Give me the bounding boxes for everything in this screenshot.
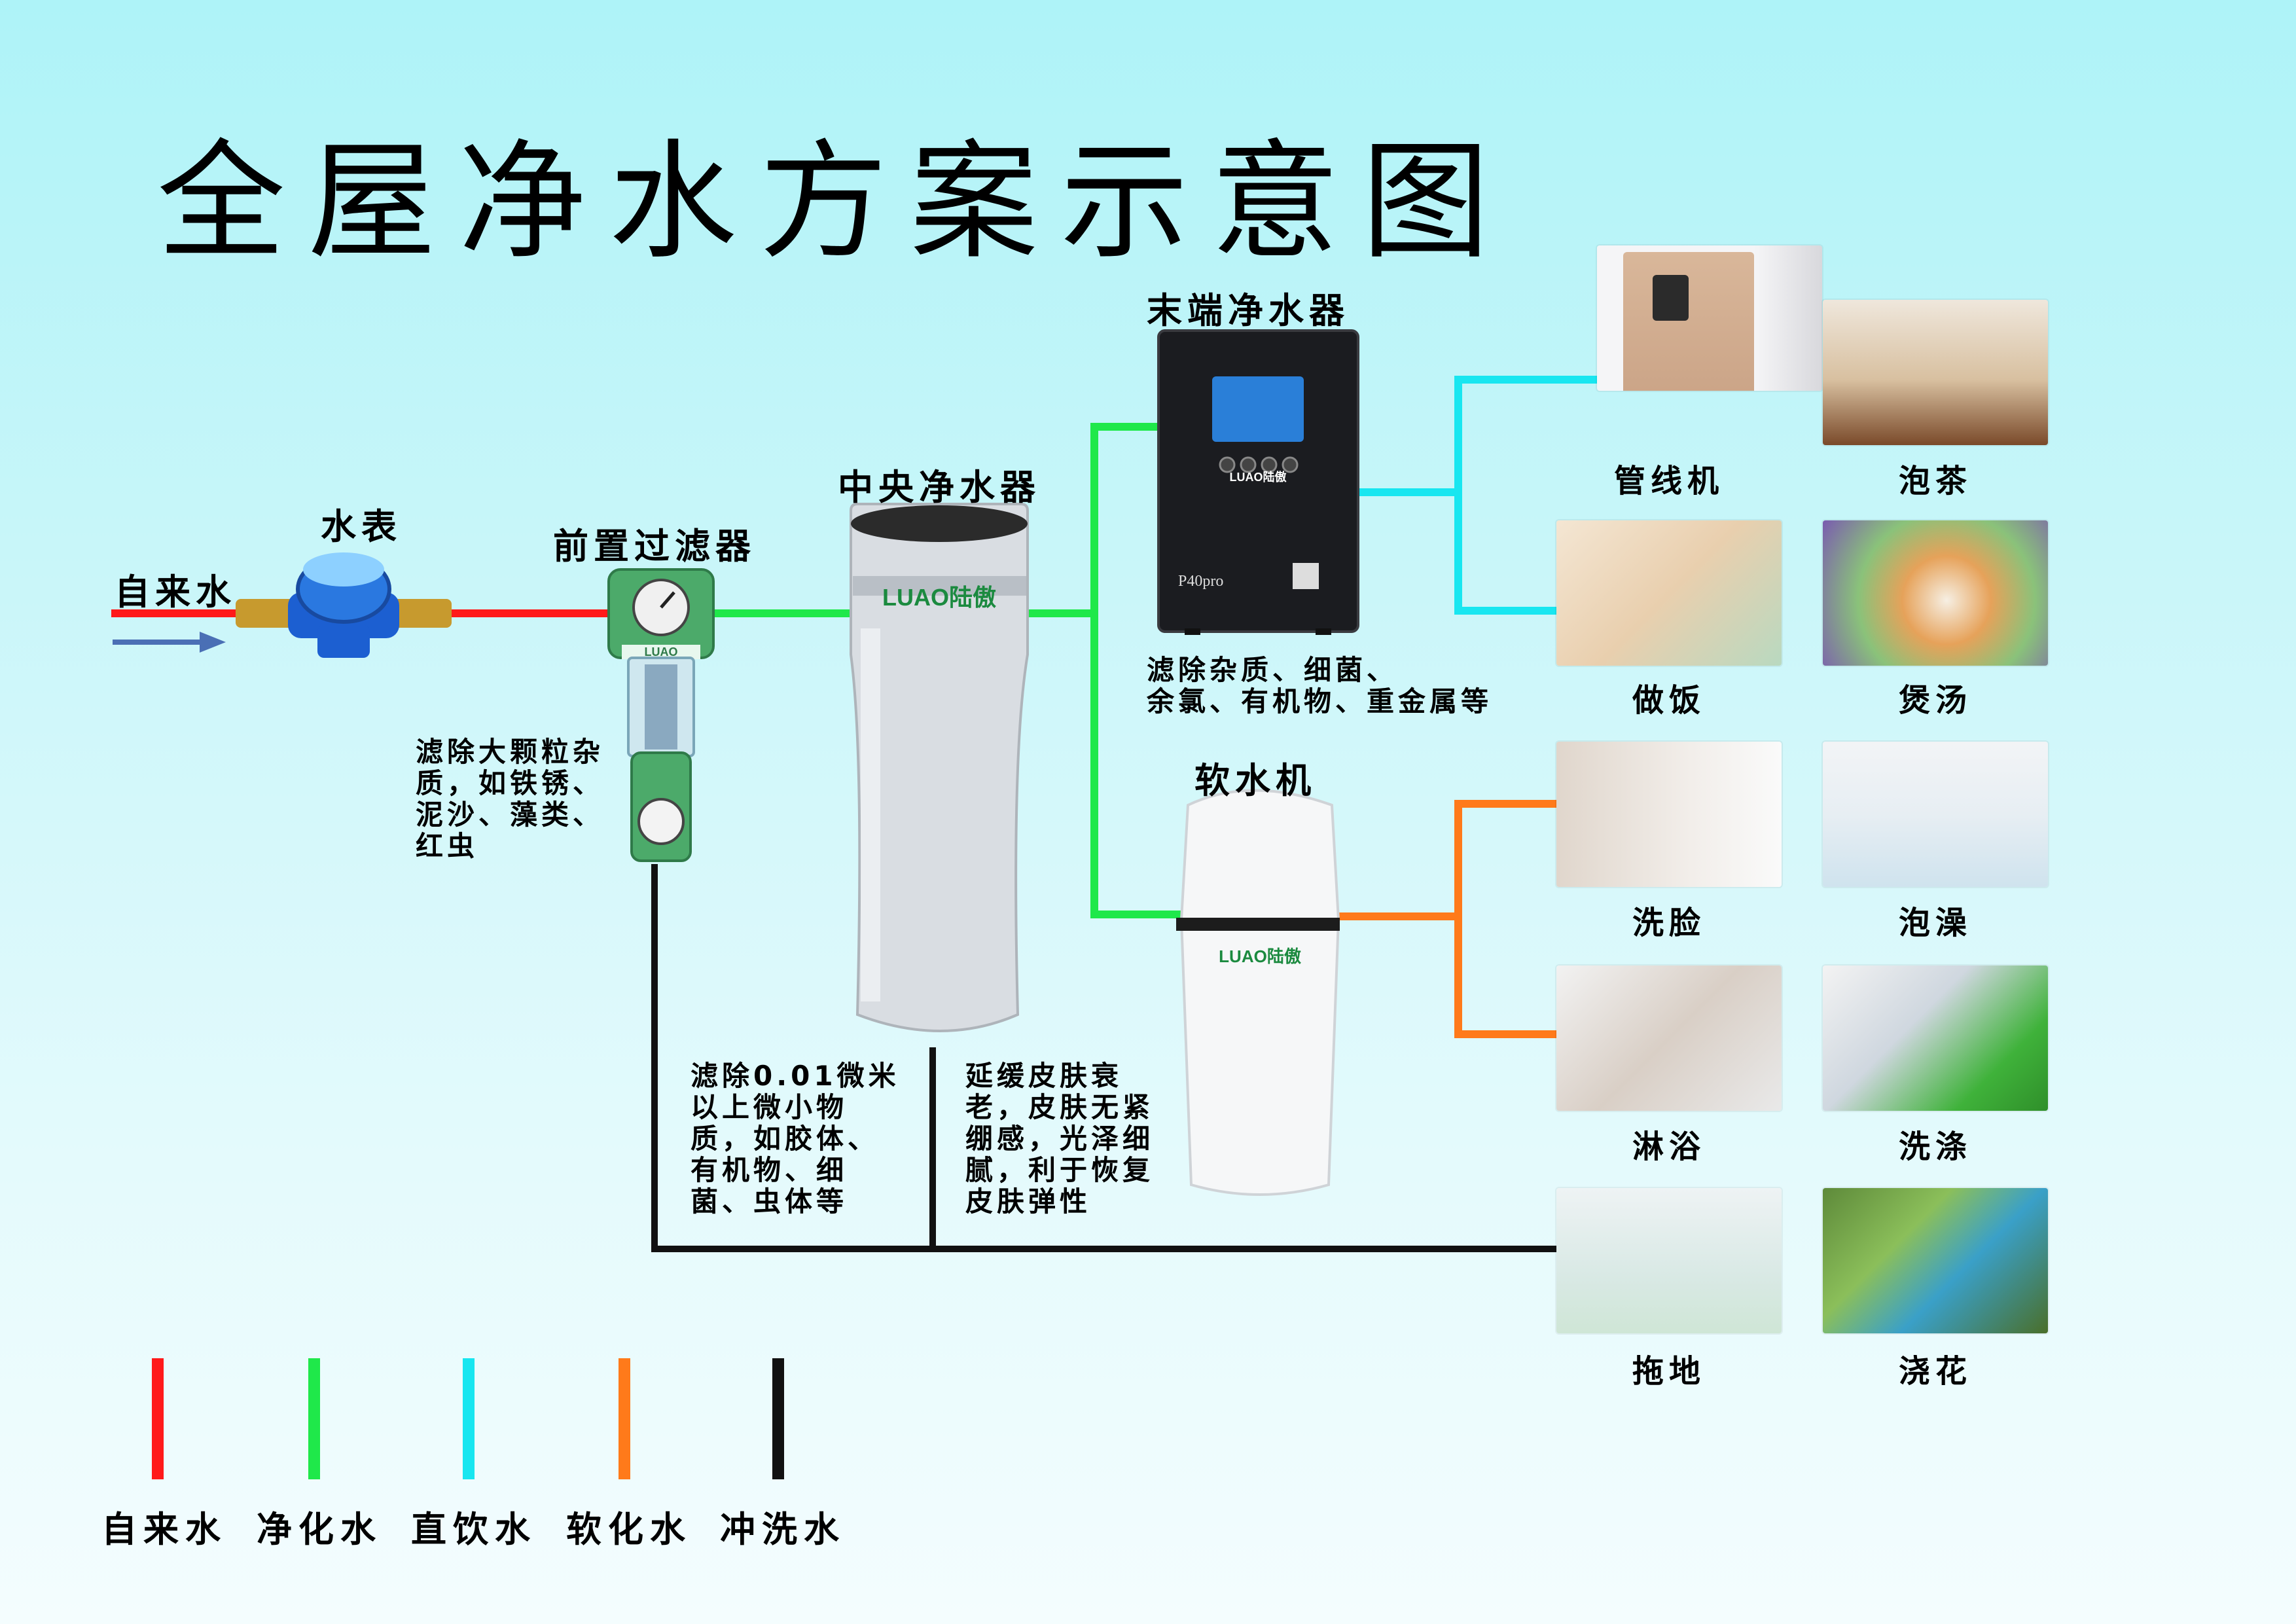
watering-photo bbox=[1823, 1188, 2048, 1333]
central-purifier-illustration: LUAO陆傲 bbox=[850, 503, 1029, 1032]
legend-bar-tap bbox=[152, 1358, 164, 1479]
terminal-purifier-illustration: LUAO陆傲 P40pro bbox=[1157, 329, 1359, 635]
water-meter-illustration bbox=[236, 552, 452, 658]
use-label-bath: 泡澡 bbox=[1898, 905, 1972, 941]
legend-label-flush: 冲洗水 bbox=[720, 1509, 846, 1550]
terminal-purifier-label: 末端净水器 bbox=[1147, 290, 1350, 331]
softener-label: 软水机 bbox=[1194, 760, 1316, 801]
prefilter-note: 滤除大颗粒杂质，如铁锈、泥沙、藻类、红虫 bbox=[416, 736, 605, 862]
soup-photo bbox=[1823, 520, 2048, 666]
page-title: 全屋净水方案示意图 bbox=[157, 128, 1513, 277]
use-label-face-wash: 洗脸 bbox=[1632, 905, 1706, 941]
svg-text:P40pro: P40pro bbox=[1178, 573, 1223, 590]
legend-bar-soft bbox=[619, 1358, 630, 1479]
shower-photo bbox=[1556, 965, 1782, 1111]
svg-text:LUAO陆傲: LUAO陆傲 bbox=[1219, 947, 1302, 966]
pipeline-machine-photo bbox=[1597, 245, 1822, 391]
terminal-note-line2: 余氯、有机物、重金属等 bbox=[1147, 685, 1493, 717]
svg-text:LUAO陆傲: LUAO陆傲 bbox=[1230, 470, 1287, 484]
mopping-photo bbox=[1556, 1188, 1782, 1333]
legend-bar-drinking bbox=[463, 1358, 475, 1479]
legend-label-drinking: 直饮水 bbox=[411, 1509, 537, 1550]
use-label-shower: 淋浴 bbox=[1632, 1128, 1706, 1165]
legend-bar-flush bbox=[772, 1358, 784, 1479]
legend-label-tap: 自来水 bbox=[101, 1509, 227, 1550]
use-label-soup: 煲汤 bbox=[1898, 682, 1972, 719]
tea-photo bbox=[1823, 300, 2048, 445]
svg-text:LUAO: LUAO bbox=[645, 645, 678, 659]
legend-label-soft: 软化水 bbox=[566, 1509, 692, 1550]
svg-text:LUAO陆傲: LUAO陆傲 bbox=[882, 584, 996, 611]
legend-label-purified: 净化水 bbox=[257, 1509, 382, 1550]
prefilter-illustration: LUAO bbox=[607, 568, 715, 862]
use-label-pipeline: 管线机 bbox=[1613, 463, 1724, 499]
face-wash-photo bbox=[1556, 742, 1782, 887]
prefilter-label: 前置过滤器 bbox=[553, 526, 756, 567]
softener-note: 延缓皮肤衰老，皮肤无紧绷感，光泽细腻，利于恢复皮肤弹性 bbox=[965, 1060, 1155, 1218]
bath-photo bbox=[1823, 742, 2048, 887]
terminal-note-line1: 滤除杂质、细菌、 bbox=[1147, 654, 1399, 686]
tap-water-label: 自来水 bbox=[115, 571, 236, 613]
use-label-laundry: 洗涤 bbox=[1898, 1128, 1972, 1165]
cooking-photo bbox=[1556, 520, 1782, 666]
central-note: 滤除0.01微米以上微小物质，如胶体、有机物、细菌、虫体等 bbox=[691, 1060, 900, 1218]
use-label-tea: 泡茶 bbox=[1898, 463, 1972, 499]
flow-arrow-head bbox=[200, 632, 226, 653]
water-meter-label: 水表 bbox=[321, 506, 402, 547]
use-label-watering: 浇花 bbox=[1898, 1353, 1972, 1390]
central-purifier-label: 中央净水器 bbox=[838, 467, 1041, 508]
legend-bar-purified bbox=[308, 1358, 320, 1479]
laundry-photo bbox=[1823, 965, 2048, 1111]
use-label-mopping: 拖地 bbox=[1632, 1353, 1706, 1390]
softener-illustration: LUAO陆傲 bbox=[1176, 789, 1340, 1196]
use-label-cooking: 做饭 bbox=[1632, 682, 1706, 719]
